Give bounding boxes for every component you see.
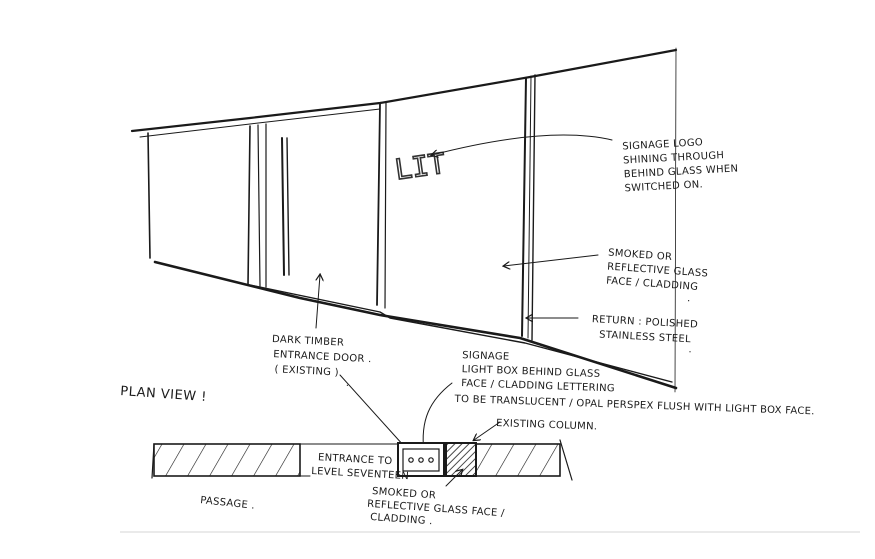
door-handle	[281, 137, 285, 276]
wall-hatch-right	[475, 443, 561, 477]
column-return	[521, 77, 527, 337]
note-line: SWITCHED ON.	[624, 179, 703, 194]
note-line: CLADDING .	[370, 512, 433, 527]
plan-view	[151, 439, 573, 481]
annotation-existing-column: EXISTING COLUMN.	[496, 418, 598, 433]
note-line: BEHIND GLASS WHEN	[624, 163, 739, 180]
note-line: .	[346, 378, 350, 389]
annotation-signage-logo: SIGNAGE LOGO SHINING THROUGH BEHIND GLAS…	[622, 137, 739, 194]
annotation-return-steel: RETURN : POLISHED STAINLESS STEEL .	[592, 314, 699, 355]
note-line: ( EXISTING )	[274, 364, 339, 378]
note-line: STAINLESS STEEL	[599, 330, 691, 346]
existing-column	[445, 442, 477, 477]
note-line: SMOKED OR	[608, 248, 673, 263]
ceiling-line	[130, 48, 678, 133]
annotation-smoked-bottom: SMOKED OR REFLECTIVE GLASS FACE / CLADDI…	[367, 486, 506, 527]
note-line: .	[687, 293, 691, 304]
door-frame	[247, 125, 251, 286]
wall-hatch-left	[153, 443, 301, 477]
elevation-view: LIT	[130, 47, 678, 393]
note-line: SHINING THROUGH	[623, 150, 725, 166]
note-line: FACE / CLADDING	[606, 276, 699, 293]
note-line: RETURN : POLISHED	[592, 314, 699, 331]
note-line: SIGNAGE LOGO	[622, 137, 703, 152]
annotation-dark-timber: DARK TIMBER ENTRANCE DOOR . ( EXISTING )…	[272, 334, 372, 389]
note-line: LIGHT BOX BEHIND GLASS	[461, 364, 600, 380]
note-line: TO BE TRANSLUCENT / OPAL PERSPEX FLUSH W…	[453, 394, 814, 418]
note-line: ENTRANCE TO	[318, 452, 393, 467]
note-line: LEVEL SEVENTEEN	[311, 466, 409, 482]
annotation-smoked-glass: SMOKED OR REFLECTIVE GLASS FACE / CLADDI…	[606, 248, 709, 305]
note-line: ENTRANCE DOOR .	[273, 349, 372, 365]
annotation-passage: PASSAGE .	[200, 495, 256, 512]
note-line: FACE / CLADDING LETTERING	[461, 378, 615, 394]
note-line: SIGNAGE	[462, 350, 510, 363]
plan-view-title: PLAN VIEW !	[120, 384, 208, 405]
note-line: .	[688, 344, 692, 355]
annotation-entrance: ENTRANCE TO LEVEL SEVENTEEN	[311, 452, 409, 482]
note-line: SMOKED OR	[372, 486, 437, 501]
note-line: DARK TIMBER	[272, 334, 345, 349]
annotation-signage-lightbox: SIGNAGE LIGHT BOX BEHIND GLASS FACE / CL…	[453, 350, 814, 418]
